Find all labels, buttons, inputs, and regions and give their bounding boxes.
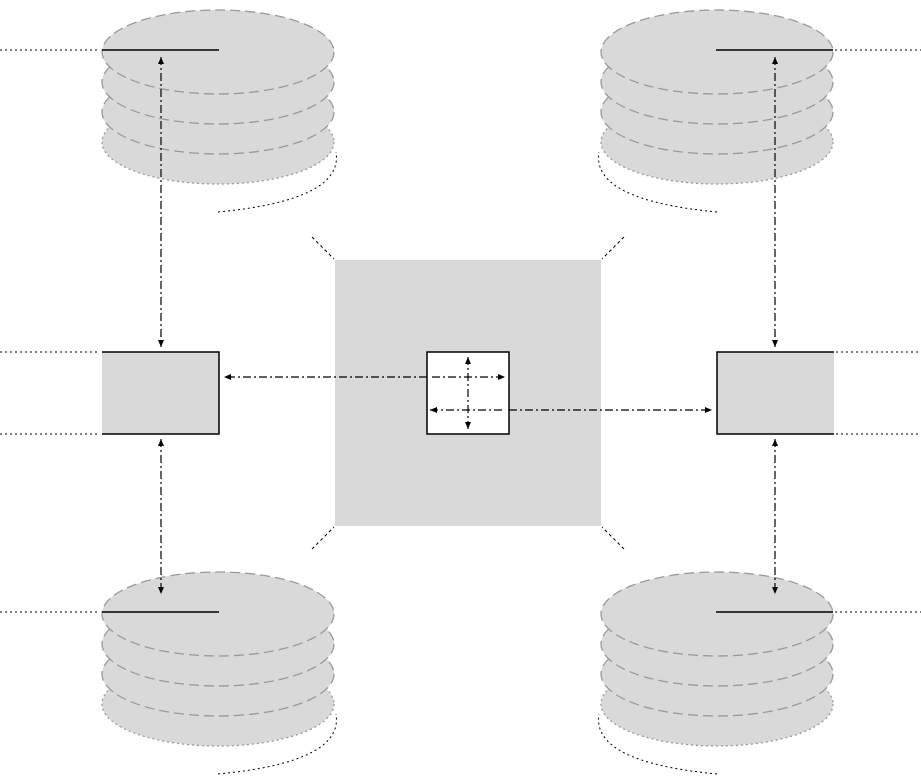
server-right <box>716 351 921 435</box>
store-bottom-right-rotation-arc <box>598 713 718 775</box>
links <box>158 57 778 594</box>
server-left <box>0 351 220 435</box>
server-left-box <box>102 352 219 434</box>
store-top-left-disk <box>101 9 335 95</box>
store-top-left-rotation-arc <box>217 151 337 213</box>
server-right-border <box>716 351 834 435</box>
crossbar-switch <box>426 351 510 435</box>
server-right-box <box>717 352 834 434</box>
store-bottom-left-disk <box>101 571 335 657</box>
server-left-border <box>102 351 220 435</box>
store-bottom-left-rotation-arc <box>217 713 337 775</box>
store-top-right-rotation-arc <box>598 151 718 213</box>
hub-corner-ticks <box>311 236 625 550</box>
store-bottom-right-disk <box>600 571 834 657</box>
store-top-right-disk <box>600 9 834 95</box>
